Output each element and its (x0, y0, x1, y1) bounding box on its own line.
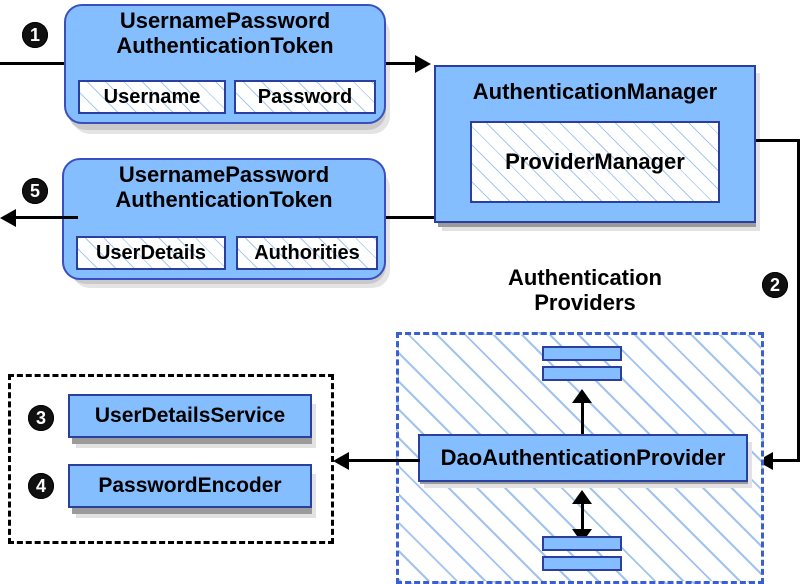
step-marker-4: 4 (28, 473, 54, 499)
arrowhead-request-to-manager (415, 55, 431, 73)
password-encoder-box: PasswordEncoder (68, 464, 312, 508)
response-token-field-authorities-label: Authorities (254, 241, 360, 264)
providers-region-caption: Authentication Providers (508, 265, 662, 315)
connector-manager-to-response (386, 216, 434, 219)
step-marker-5: 5 (22, 178, 48, 204)
provider-manager-box: ProviderManager (470, 121, 720, 203)
arrowhead-provider-to-dependencies (333, 452, 349, 470)
provider-manager-label: ProviderManager (505, 148, 685, 174)
dependencies-group (8, 374, 334, 544)
response-token-title: UsernamePassword AuthenticationToken (115, 162, 333, 212)
password-encoder-label: PasswordEncoder (98, 474, 282, 498)
step-marker-1: 1 (22, 22, 48, 48)
dao-authentication-provider-box: DaoAuthenticationProvider (418, 434, 748, 482)
stacked-provider-top-bar-2 (542, 366, 622, 381)
arrowhead-response-out (0, 209, 16, 227)
request-token-title: UsernamePassword AuthenticationToken (116, 8, 334, 58)
stacked-provider-bottom-bar-1 (542, 536, 622, 551)
authentication-manager-title: AuthenticationManager (472, 78, 718, 104)
connector-manager-right (756, 139, 800, 142)
step-marker-3: 3 (28, 405, 54, 431)
arrowhead-provider-up-top (572, 389, 592, 403)
step-marker-2: 2 (762, 272, 788, 298)
request-token-field-password-label: Password (257, 85, 353, 108)
stacked-provider-bottom-bar-2 (542, 556, 622, 571)
request-token-field-password: Password (234, 80, 376, 114)
response-token-field-userdetails-label: UserDetails (95, 241, 207, 264)
connector-request-to-manager (386, 62, 422, 65)
request-token-field-username-label: Username (103, 85, 201, 108)
connector-manager-down (797, 139, 800, 461)
connector-manager-to-provider (772, 459, 800, 462)
connector-response-out (14, 216, 78, 219)
response-token-field-authorities: Authorities (236, 236, 378, 270)
connector-inbound-request (0, 62, 78, 65)
dao-authentication-provider-label: DaoAuthenticationProvider (440, 444, 726, 470)
connector-provider-up (581, 394, 584, 440)
user-details-service-label: UserDetailsService (94, 404, 286, 428)
response-token-field-userdetails: UserDetails (76, 236, 226, 270)
stacked-provider-top-bar-1 (542, 346, 622, 361)
connector-provider-down (581, 495, 584, 535)
connector-provider-to-dependencies (348, 459, 420, 462)
request-token-field-username: Username (78, 80, 226, 114)
user-details-service-box: UserDetailsService (68, 394, 312, 438)
arrowhead-provider-down-top (572, 490, 592, 504)
